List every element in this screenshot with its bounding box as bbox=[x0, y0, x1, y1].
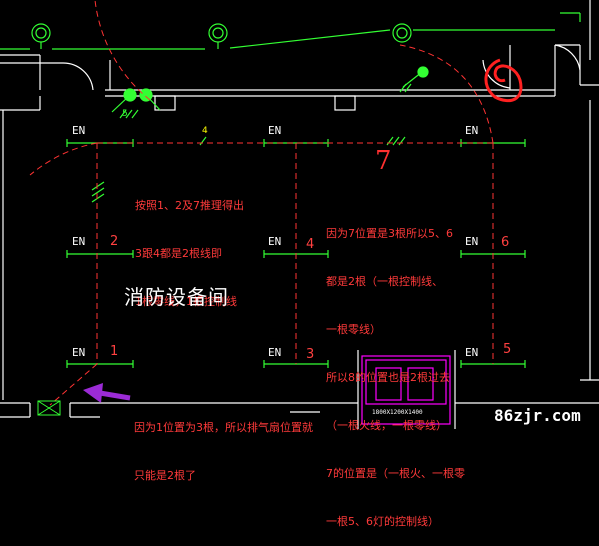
position-number-1: 1 bbox=[110, 344, 119, 359]
note-line: 一根5、6灯的控制线） bbox=[326, 515, 439, 528]
note-bottom: 因为1位置为3根，所以排气扇位置就 只能是2根了 bbox=[134, 388, 313, 500]
note-right: 因为7位置是3根所以5、6 都是2根（一根控制线、 一根零线） 所以8的位置也是… bbox=[326, 194, 465, 546]
hand-mark bbox=[484, 58, 523, 103]
note-line: 因为7位置是3根所以5、6 bbox=[326, 227, 453, 240]
note-top-left: 按照1、2及7推理得出 3跟4都是2根线即 1根零线，1根控制线 bbox=[135, 166, 244, 326]
position-number-3: 3 bbox=[306, 347, 315, 362]
en-label: EN bbox=[72, 346, 86, 359]
position-number-2: 2 bbox=[110, 234, 119, 249]
en-label: EN bbox=[465, 124, 479, 137]
position-number-4: 4 bbox=[306, 237, 315, 252]
note-line: 按照1、2及7推理得出 bbox=[135, 199, 244, 212]
note-line: （一根火线，一根零线） bbox=[326, 419, 447, 432]
watermark: 86zjr.com bbox=[494, 406, 581, 425]
fixtures bbox=[0, 12, 581, 119]
exhaust-fan-symbol bbox=[37, 400, 61, 416]
en-label: EN bbox=[465, 346, 479, 359]
en-label: EN bbox=[268, 235, 282, 248]
position-number-5: 5 bbox=[503, 342, 512, 357]
note-line: 3跟4都是2根线即 bbox=[135, 247, 222, 260]
note-line: 一根零线） bbox=[326, 323, 381, 336]
note-line: 1根零线，1根控制线 bbox=[135, 295, 237, 308]
en-label: EN bbox=[72, 124, 86, 137]
cad-drawing bbox=[0, 0, 599, 429]
circuit-tag-4: 4 bbox=[202, 126, 208, 136]
note-line: 所以8的位置也是2根过去 bbox=[326, 371, 450, 384]
note-line: 7的位置是（一根火、一根零 bbox=[326, 467, 465, 480]
note-line: 因为1位置为3根，所以排气扇位置就 bbox=[134, 421, 313, 434]
en-label: EN bbox=[72, 235, 86, 248]
en-label: EN bbox=[465, 235, 479, 248]
dashed-wiring bbox=[29, 0, 494, 406]
room-name: 消防设备间 bbox=[124, 285, 229, 309]
position-number-6: 6 bbox=[501, 235, 510, 250]
walls bbox=[0, 0, 599, 429]
en-label: EN bbox=[268, 124, 282, 137]
pointer-arrow bbox=[83, 383, 131, 403]
note-line: 都是2根（一根控制线、 bbox=[326, 275, 443, 288]
cabinet-symbol bbox=[361, 355, 451, 425]
cabinet-label: 1800X1200X1400 bbox=[372, 409, 423, 416]
en-label: EN bbox=[268, 346, 282, 359]
note-line: 只能是2根了 bbox=[134, 469, 196, 482]
position-number-7: 7 bbox=[375, 146, 392, 176]
circuit-tag-5: 5 bbox=[122, 109, 128, 119]
